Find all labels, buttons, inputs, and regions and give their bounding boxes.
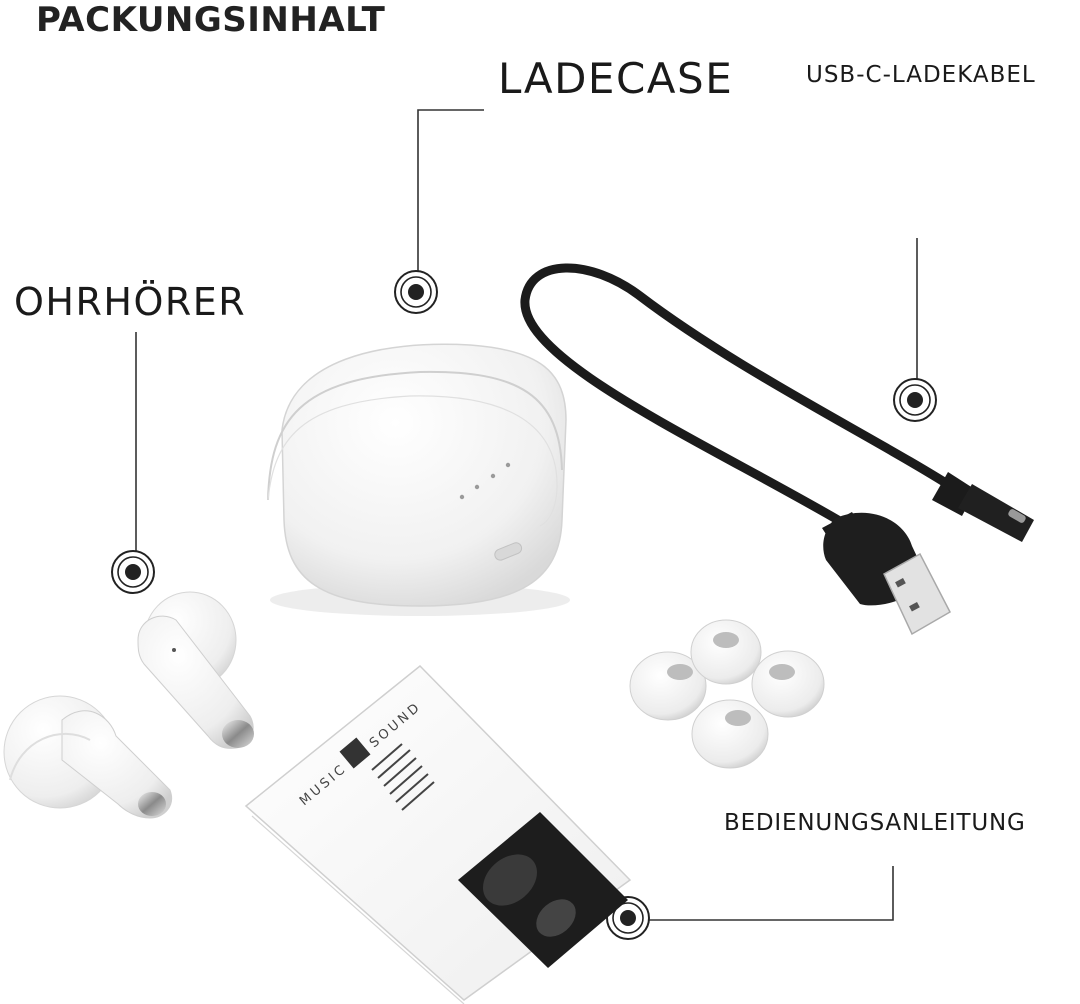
callout-label-manual: BEDIENUNGSANLEITUNG bbox=[724, 810, 1026, 836]
page-title: PACKUNGSINHALT bbox=[36, 0, 386, 40]
marker-case-icon bbox=[394, 270, 438, 314]
marker-cable-icon bbox=[893, 378, 937, 422]
earbud-left-image bbox=[3, 695, 172, 819]
callout-line-case bbox=[417, 109, 484, 290]
marker-earbuds-icon bbox=[111, 550, 155, 594]
callout-label-case: LADECASE bbox=[498, 54, 734, 103]
earbud-right-image bbox=[137, 591, 254, 749]
callout-line-manual bbox=[628, 866, 894, 921]
manual-booklet-image bbox=[244, 664, 632, 1004]
charging-case-image bbox=[267, 343, 570, 616]
usb-cable-image bbox=[520, 263, 1034, 636]
callout-label-earbuds: OHRHÖRER bbox=[14, 280, 247, 324]
callout-label-cable: USB-C-LADEKABEL bbox=[806, 62, 1036, 88]
ear-tips-image bbox=[629, 619, 825, 769]
